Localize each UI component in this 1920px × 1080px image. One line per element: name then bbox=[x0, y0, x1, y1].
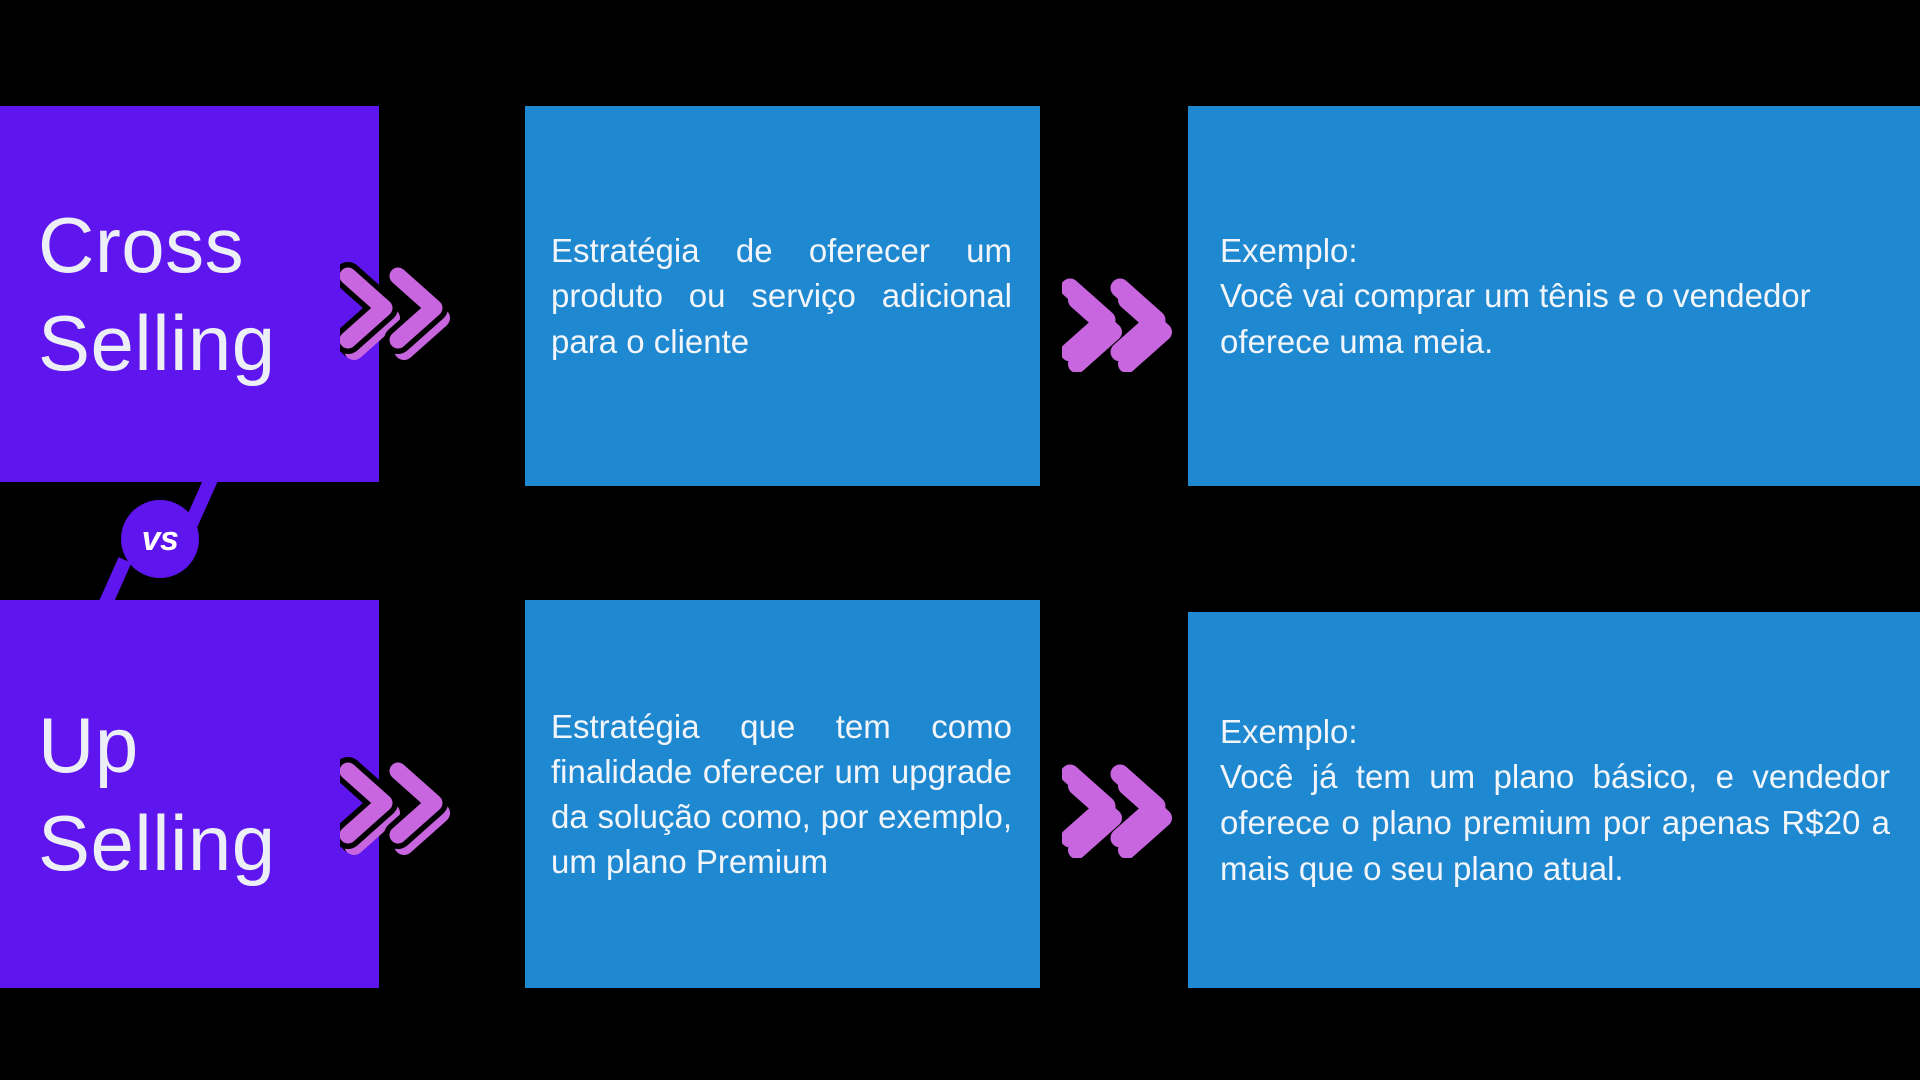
label-text-up-selling: Up Selling bbox=[38, 700, 276, 887]
example-text-cross-selling: Exemplo: Você vai comprar um tênis e o v… bbox=[1220, 228, 1890, 365]
description-box-cross-selling: Estratégia de oferecer um produto ou ser… bbox=[525, 106, 1040, 486]
example-heading-up-selling: Exemplo: bbox=[1220, 712, 1358, 750]
example-box-cross-selling: Exemplo: Você vai comprar um tênis e o v… bbox=[1188, 106, 1920, 486]
example-text-up-selling: Exemplo: Você já tem um plano básico, e … bbox=[1220, 709, 1890, 891]
double-chevron-icon bbox=[1060, 262, 1182, 373]
label-text-cross-selling: Cross Selling bbox=[38, 200, 276, 387]
label-box-cross-selling: Cross Selling bbox=[0, 106, 379, 482]
vs-badge: vs bbox=[121, 500, 199, 578]
double-chevron-icon bbox=[1060, 748, 1182, 859]
example-heading-cross-selling: Exemplo: bbox=[1220, 231, 1358, 269]
double-chevron-icon bbox=[334, 745, 460, 855]
description-text-up-selling: Estratégia que tem como finalidade ofere… bbox=[551, 707, 1012, 881]
description-box-up-selling: Estratégia que tem como finalidade ofere… bbox=[525, 600, 1040, 988]
example-body-up-selling: Você já tem um plano básico, e vendedor … bbox=[1220, 758, 1890, 887]
double-chevron-icon bbox=[334, 250, 460, 360]
vs-badge-label: vs bbox=[141, 519, 179, 558]
description-text-cross-selling: Estratégia de oferecer um produto ou ser… bbox=[551, 232, 1012, 360]
example-body-cross-selling: Você vai comprar um tênis e o vendedor o… bbox=[1220, 277, 1811, 360]
label-box-up-selling: Up Selling bbox=[0, 600, 379, 988]
example-box-up-selling: Exemplo: Você já tem um plano básico, e … bbox=[1188, 612, 1920, 988]
